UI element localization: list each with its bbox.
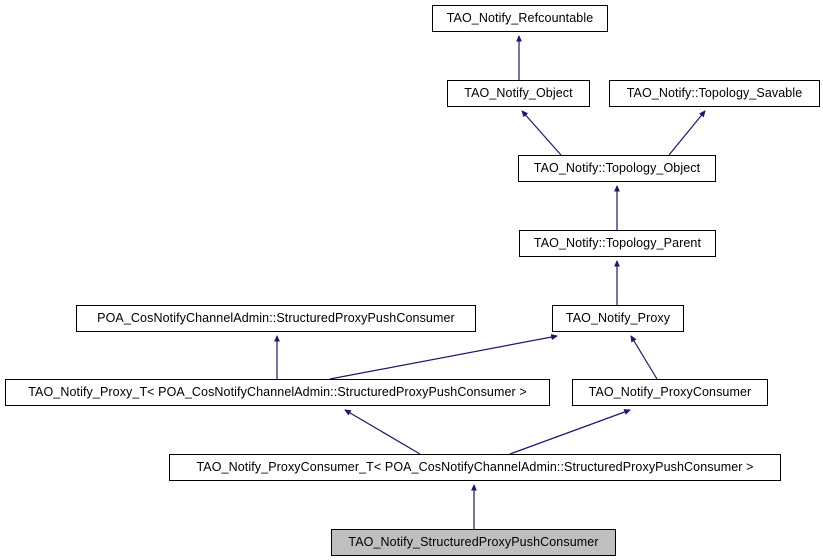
class-node-label: TAO_Notify::Topology_Parent <box>533 236 702 251</box>
class-node-proxy_t[interactable]: TAO_Notify_Proxy_T< POA_CosNotifyChannel… <box>5 379 550 406</box>
class-node-label: TAO_Notify_ProxyConsumer <box>588 385 752 400</box>
class-node-label: TAO_Notify_Object <box>464 86 573 101</box>
class-node-notify_proxy[interactable]: TAO_Notify_Proxy <box>552 305 684 332</box>
class-node-label: TAO_Notify_Proxy <box>565 311 671 326</box>
inheritance-edge-proxy_t-to-notify_proxy <box>329 336 557 380</box>
inheritance-edge-topology_object-to-notify_object <box>522 111 562 156</box>
inheritance-edge-proxy_consumer_t-to-proxy_t <box>345 410 421 455</box>
inheritance-edge-proxy_consumer-to-notify_proxy <box>631 336 658 380</box>
class-node-label: TAO_Notify::Topology_Savable <box>626 86 803 101</box>
class-node-proxy_consumer[interactable]: TAO_Notify_ProxyConsumer <box>572 379 768 406</box>
inheritance-edge-proxy_consumer_t-to-proxy_consumer <box>509 410 630 455</box>
class-node-topology_parent[interactable]: TAO_Notify::Topology_Parent <box>519 230 716 257</box>
class-node-label: TAO_Notify_Proxy_T< POA_CosNotifyChannel… <box>28 385 527 400</box>
class-node-topology_object[interactable]: TAO_Notify::Topology_Object <box>518 155 716 182</box>
class-node-topology_savable[interactable]: TAO_Notify::Topology_Savable <box>609 80 820 107</box>
class-node-notify_object[interactable]: TAO_Notify_Object <box>447 80 590 107</box>
class-node-label: TAO_Notify::Topology_Object <box>533 161 701 176</box>
class-node-label: TAO_Notify_StructuredProxyPushConsumer <box>348 535 599 550</box>
class-node-label: TAO_Notify_ProxyConsumer_T< POA_CosNotif… <box>196 460 754 475</box>
class-node-label: POA_CosNotifyChannelAdmin::StructuredPro… <box>97 311 455 326</box>
class-node-poa_structured_proxy_push_consumer[interactable]: POA_CosNotifyChannelAdmin::StructuredPro… <box>76 305 476 332</box>
class-node-proxy_consumer_t[interactable]: TAO_Notify_ProxyConsumer_T< POA_CosNotif… <box>169 454 781 481</box>
inheritance-edge-topology_object-to-topology_savable <box>668 111 705 156</box>
class-node-label: TAO_Notify_Refcountable <box>446 11 594 26</box>
class-node-refcountable[interactable]: TAO_Notify_Refcountable <box>432 5 608 32</box>
class-node-structured_proxy_push_consumer[interactable]: TAO_Notify_StructuredProxyPushConsumer <box>331 529 616 556</box>
